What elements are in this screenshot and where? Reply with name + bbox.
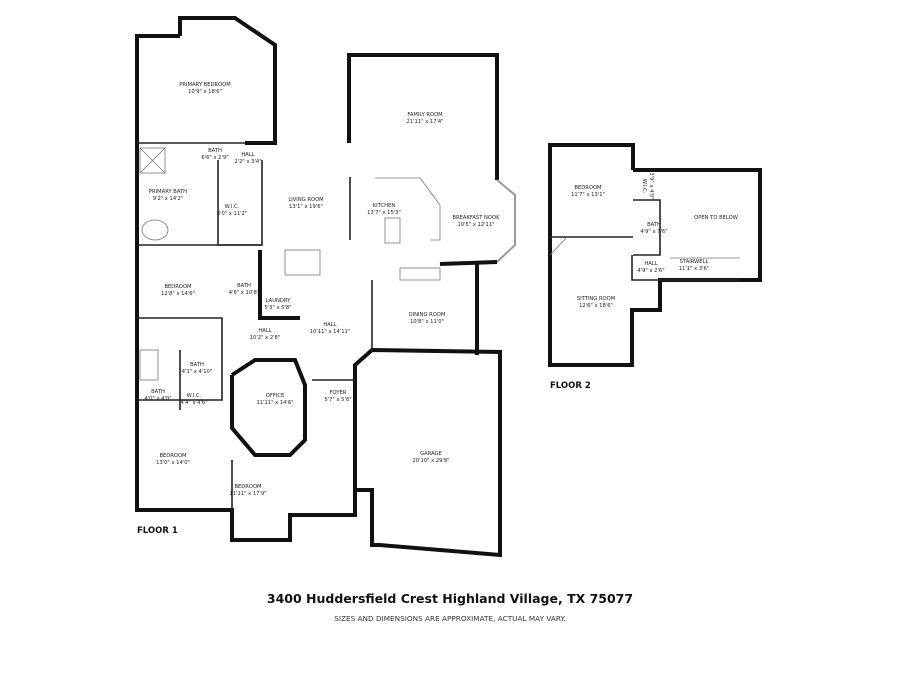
- room-dims: 4'4" x 4'6": [180, 400, 207, 406]
- floor2-labels: BEDROOM 11'7" x 13'1" W.I.C. 3'9" x 4'0"…: [550, 172, 738, 391]
- floor2-label: FLOOR 2: [550, 381, 591, 391]
- room-name: BEDROOM: [234, 484, 261, 490]
- room-dims: 8'0" x 11'2": [217, 211, 248, 217]
- room-dims: 10'5" x 12'11": [457, 222, 494, 228]
- room-name: HALL: [258, 328, 271, 334]
- room-dims: 4'1" x 4'10": [182, 369, 213, 375]
- room-dims: 5'3" x 5'8": [264, 305, 291, 311]
- room-name: HALL: [644, 261, 657, 267]
- floor1-labels: PRIMARY BEDROOM 10'9" x 18'6" FAMILY ROO…: [137, 82, 500, 536]
- room-name: DINING ROOM: [409, 312, 446, 318]
- room-dims: 6'6" x 2'9": [201, 155, 228, 161]
- room-dims: 10'11" x 14'11": [310, 329, 350, 335]
- room-name: PRIMARY BATH: [149, 189, 187, 195]
- room-name: BATH: [151, 389, 165, 395]
- room-dims: 9'2" x 14'2": [153, 196, 184, 202]
- room-name: FAMILY ROOM: [407, 112, 442, 118]
- room-name: W.I.C.: [187, 393, 202, 399]
- room-name: SITTING ROOM: [577, 296, 615, 302]
- room-dims: 2'2" x 3'4": [234, 159, 261, 165]
- room-name: BATH: [208, 148, 222, 154]
- room-dims: 13'7" x 15'3": [367, 210, 401, 216]
- floor1-fixtures: [139, 147, 441, 381]
- room-name: BEDROOM: [159, 453, 186, 459]
- room-name: W.I.C.: [641, 179, 647, 194]
- room-dims: 20'10" x 29'9": [412, 458, 449, 464]
- room-name: GARAGE: [420, 451, 442, 457]
- room-name: BREAKFAST NOOK: [452, 215, 500, 221]
- room-dims: 12'6" x 18'6": [579, 303, 613, 309]
- room-dims: 13'0" x 14'0": [156, 460, 190, 466]
- room-dims: 4'9" x 7'6": [640, 229, 667, 235]
- room-name: BATH: [647, 222, 661, 228]
- room-dims: 4'6" x 10'8": [229, 290, 260, 296]
- room-dims: 10'2" x 2'8": [250, 335, 281, 341]
- room-name: OFFICE: [266, 393, 284, 399]
- room-name: PRIMARY BEDROOM: [179, 82, 230, 88]
- room-name: LIVING ROOM: [288, 197, 323, 203]
- room-dims: 11'7" x 13'1": [571, 192, 605, 198]
- room-name: KITCHEN: [373, 203, 396, 209]
- room-name: BATH: [190, 362, 204, 368]
- room-dims: 10'8" x 11'0": [410, 319, 444, 325]
- room-dims: 21'11" x 17'4": [406, 119, 443, 125]
- room-name: BATH: [237, 283, 251, 289]
- room-dims: 11'11" x 14'6": [256, 400, 293, 406]
- room-dims: 4'0" x 4'0": [144, 396, 171, 402]
- room-dims: 3'9" x 4'0": [648, 172, 654, 199]
- room-name: STAIRWELL: [680, 259, 709, 265]
- room-name: HALL: [323, 322, 336, 328]
- room-dims: 11'1" x 3'6": [679, 266, 710, 272]
- room-dims: 12'8" x 14'6": [161, 291, 195, 297]
- room-name: FOYER: [330, 390, 347, 396]
- disclaimer: SIZES AND DIMENSIONS ARE APPROXIMATE, AC…: [334, 614, 566, 623]
- room-dims: 13'1" x 19'6": [289, 204, 323, 210]
- room-dims: 4'9" x 2'6": [637, 268, 664, 274]
- room-name: BEDROOM: [574, 185, 601, 191]
- room-name: HALL: [241, 152, 254, 158]
- floor1-walls: [135, 16, 516, 558]
- room-name: W.I.C.: [225, 204, 240, 210]
- room-name: LAUNDRY: [266, 298, 292, 304]
- room-dims: 11'11" x 17'9": [229, 491, 266, 497]
- room-dims: 5'7" x 5'8": [324, 397, 351, 403]
- property-address: 3400 Huddersfield Crest Highland Village…: [266, 591, 634, 606]
- room-name: OPEN TO BELOW: [694, 215, 738, 221]
- floor1-label: FLOOR 1: [137, 526, 178, 536]
- floor2-walls: [548, 143, 762, 367]
- room-dims: 10'9" x 18'6": [188, 89, 222, 95]
- room-name: BEDROOM: [164, 284, 191, 290]
